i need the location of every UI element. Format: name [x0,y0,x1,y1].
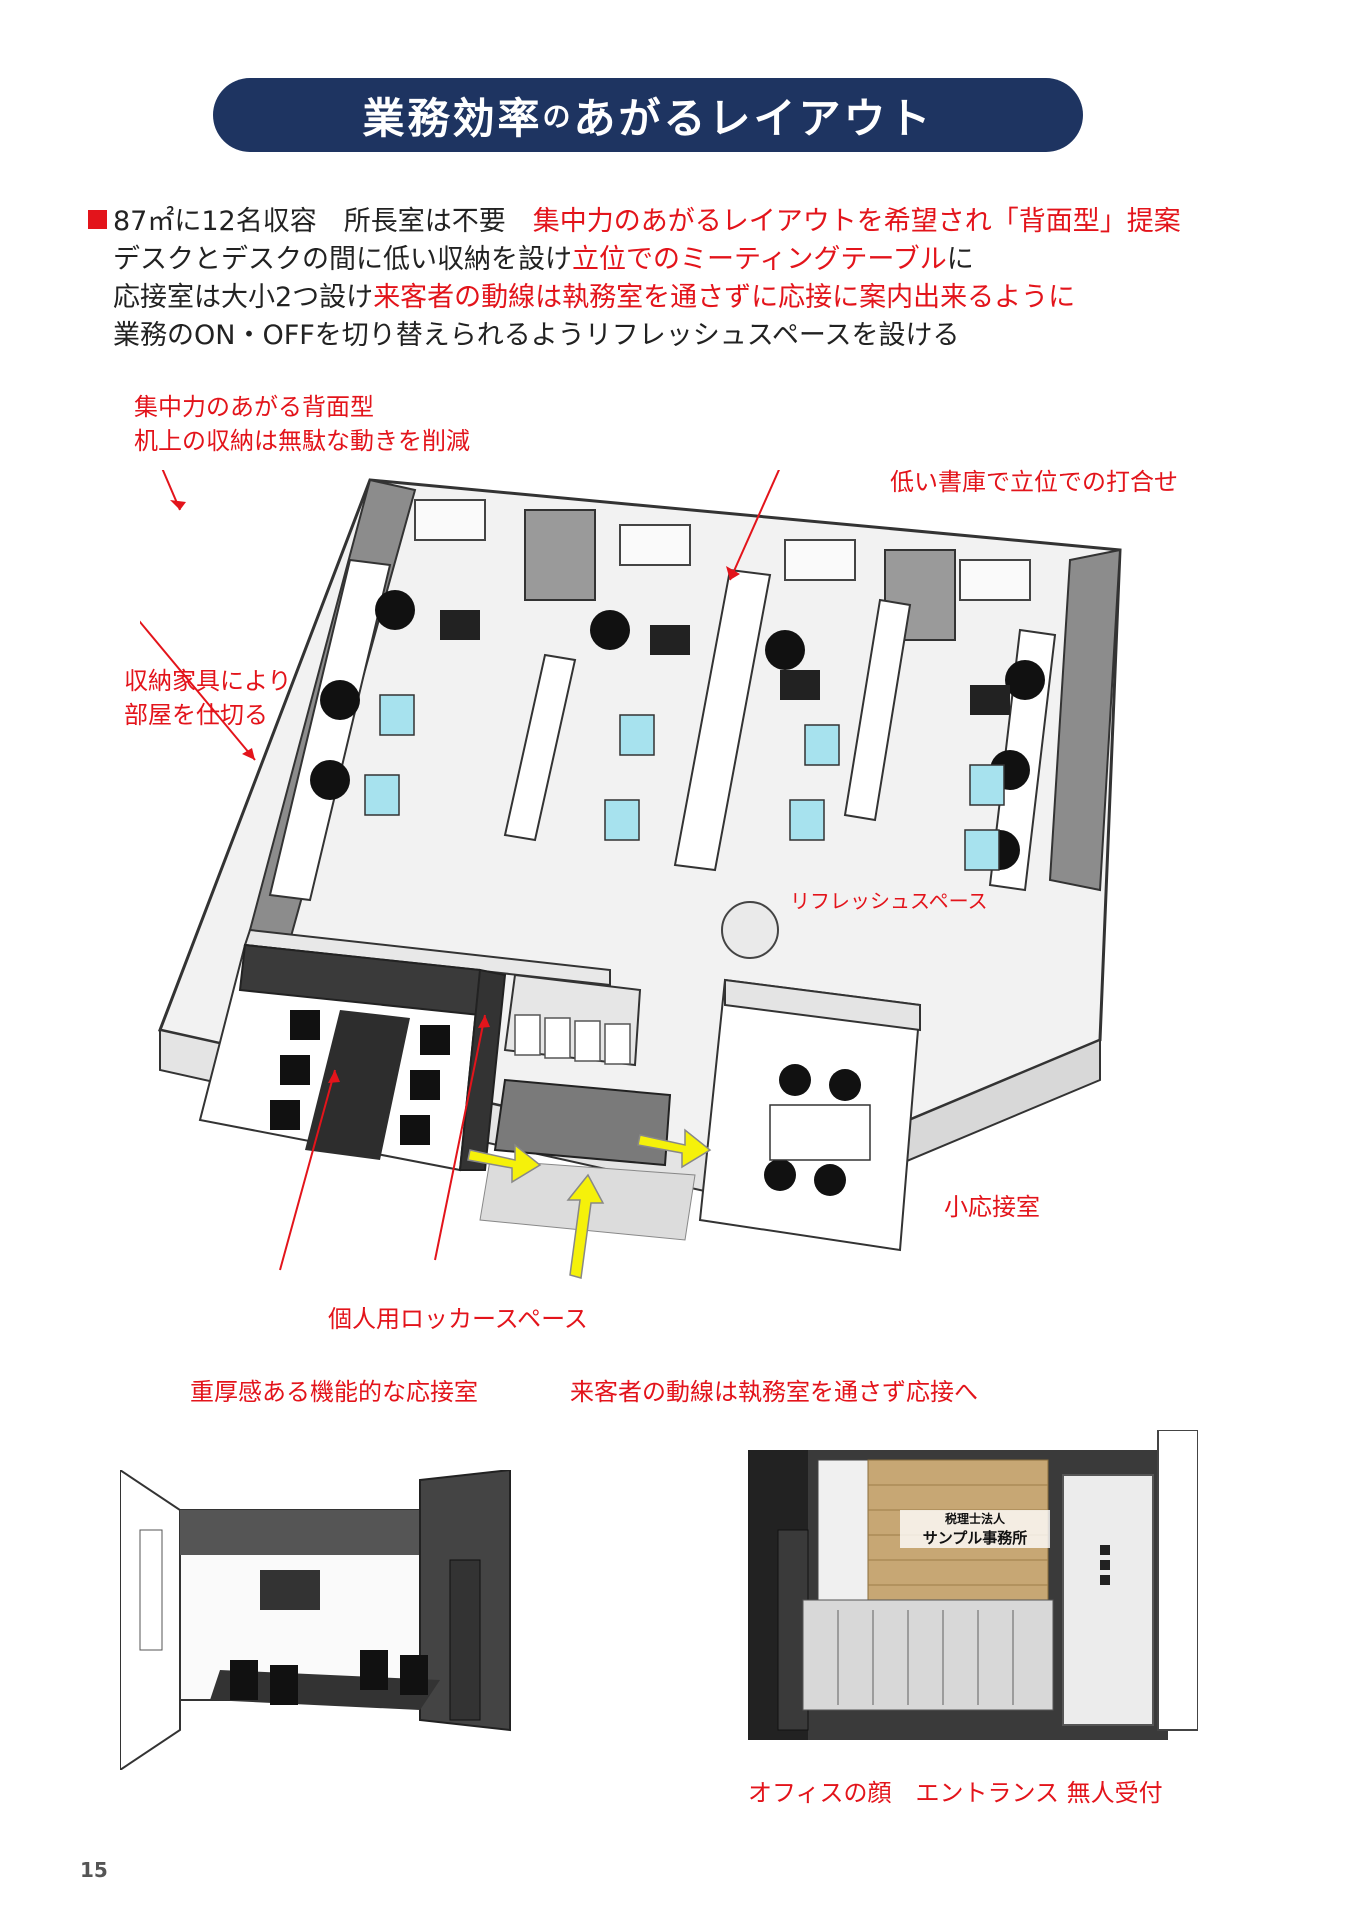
intro-line-4: 業務のON・OFFを切り替えられるようリフレッシュスペースを設ける [88,317,1181,355]
note-concentration: 集中力のあがる背面型 机上の収納は無駄な動きを削減 [134,390,470,458]
note-visitor-flow: 来客者の動線は執務室を通さず応接へ [570,1378,978,1406]
office-sign: 税理士法人 サンプル事務所 [900,1510,1050,1548]
note-partition: 収納家具により 部屋を仕切る [124,664,292,732]
intro-line-4-text: 業務のON・OFFを切り替えられるようリフレッシュスペースを設ける [113,320,960,351]
office-sign-line2: サンプル事務所 [922,1529,1028,1547]
title-part1: 業務効率 [362,93,543,143]
intro-text: 87㎡に12名収容 所長室は不要 集中力のあがるレイアウトを希望され「背面型」提… [88,203,1181,355]
intro-line-1: 87㎡に12名収容 所長室は不要 集中力のあがるレイアウトを希望され「背面型」提… [88,203,1181,241]
entrance-perspective [748,1430,1198,1740]
note-entrance: オフィスの顔 エントランス 無人受付 [748,1779,1163,1807]
intro-line-2-text: デスクとデスクの間に低い収納を設け [113,244,572,275]
intro-line-3-text: 応接室は大小2つ設け [113,282,374,313]
bullet-square-icon [88,210,107,229]
title-part2: の [542,100,574,133]
intro-line-1-highlight: 集中力のあがるレイアウトを希望され「背面型」提案 [532,206,1181,237]
intro-line-2-highlight: 立位でのミーティングテーブル [572,244,947,275]
intro-line-3: 応接室は大小2つ設け来客者の動線は執務室を通さずに応接に案内出来るように [88,279,1181,317]
reception-room-perspective [120,1470,511,1770]
note-locker: 個人用ロッカースペース [328,1305,588,1333]
note-refresh: リフレッシュスペース [790,889,988,913]
note-concentration-line2: 机上の収納は無駄な動きを削減 [134,427,470,455]
note-partition-line2: 部屋を仕切る [124,701,268,729]
page-title: 業務効率のあがるレイアウト [213,78,1083,152]
title-part3: あがるレイアウト [573,93,934,143]
floor-plan-illustration [140,470,1122,1279]
office-sign-line1: 税理士法人 [944,1512,1005,1526]
note-low-shelf: 低い書庫で立位での打合せ [890,468,1178,496]
note-small-reception: 小応接室 [940,1190,1044,1224]
page-number: 15 [80,1858,108,1882]
note-partition-line1: 収納家具により [124,667,292,695]
note-heavy-reception: 重厚感ある機能的な応接室 [190,1378,478,1406]
intro-line-1-text: 87㎡に12名収容 所長室は不要 [113,206,533,237]
intro-line-2: デスクとデスクの間に低い収納を設け立位でのミーティングテーブルに [88,241,1181,279]
note-concentration-line1: 集中力のあがる背面型 [134,393,374,421]
intro-line-3-highlight: 来客者の動線は執務室を通さずに応接に案内出来るように [373,282,1076,313]
intro-line-2-suffix: に [946,244,974,275]
